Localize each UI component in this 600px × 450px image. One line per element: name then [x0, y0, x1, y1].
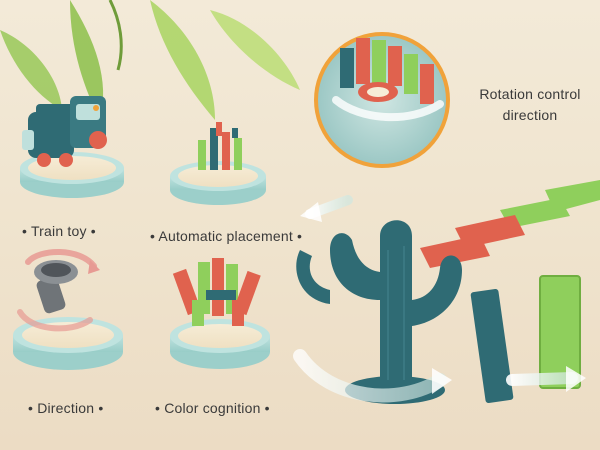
direction-label: • Direction • [28, 400, 104, 416]
auto-pedestal [170, 161, 266, 205]
arrow-icon [293, 195, 586, 403]
rotation-control-line1: Rotation control [479, 86, 581, 102]
domino-chain [420, 180, 600, 404]
rotation-control-label: Rotation control direction [470, 84, 590, 126]
train-toy-label: • Train toy • [22, 223, 96, 239]
domino-icon [198, 122, 242, 170]
color-domino-cluster [172, 258, 261, 326]
train-icon [22, 96, 107, 167]
automatic-placement-label: • Automatic placement • [150, 228, 303, 244]
leaf-icon [0, 0, 300, 120]
direction-pedestal [13, 317, 123, 370]
rotating-knob [17, 249, 100, 332]
color-pedestal [170, 319, 270, 369]
rotation-control-line2: direction [502, 107, 558, 123]
color-cognition-label: • Color cognition • [155, 400, 270, 416]
rotation-zoom-view [314, 32, 450, 168]
